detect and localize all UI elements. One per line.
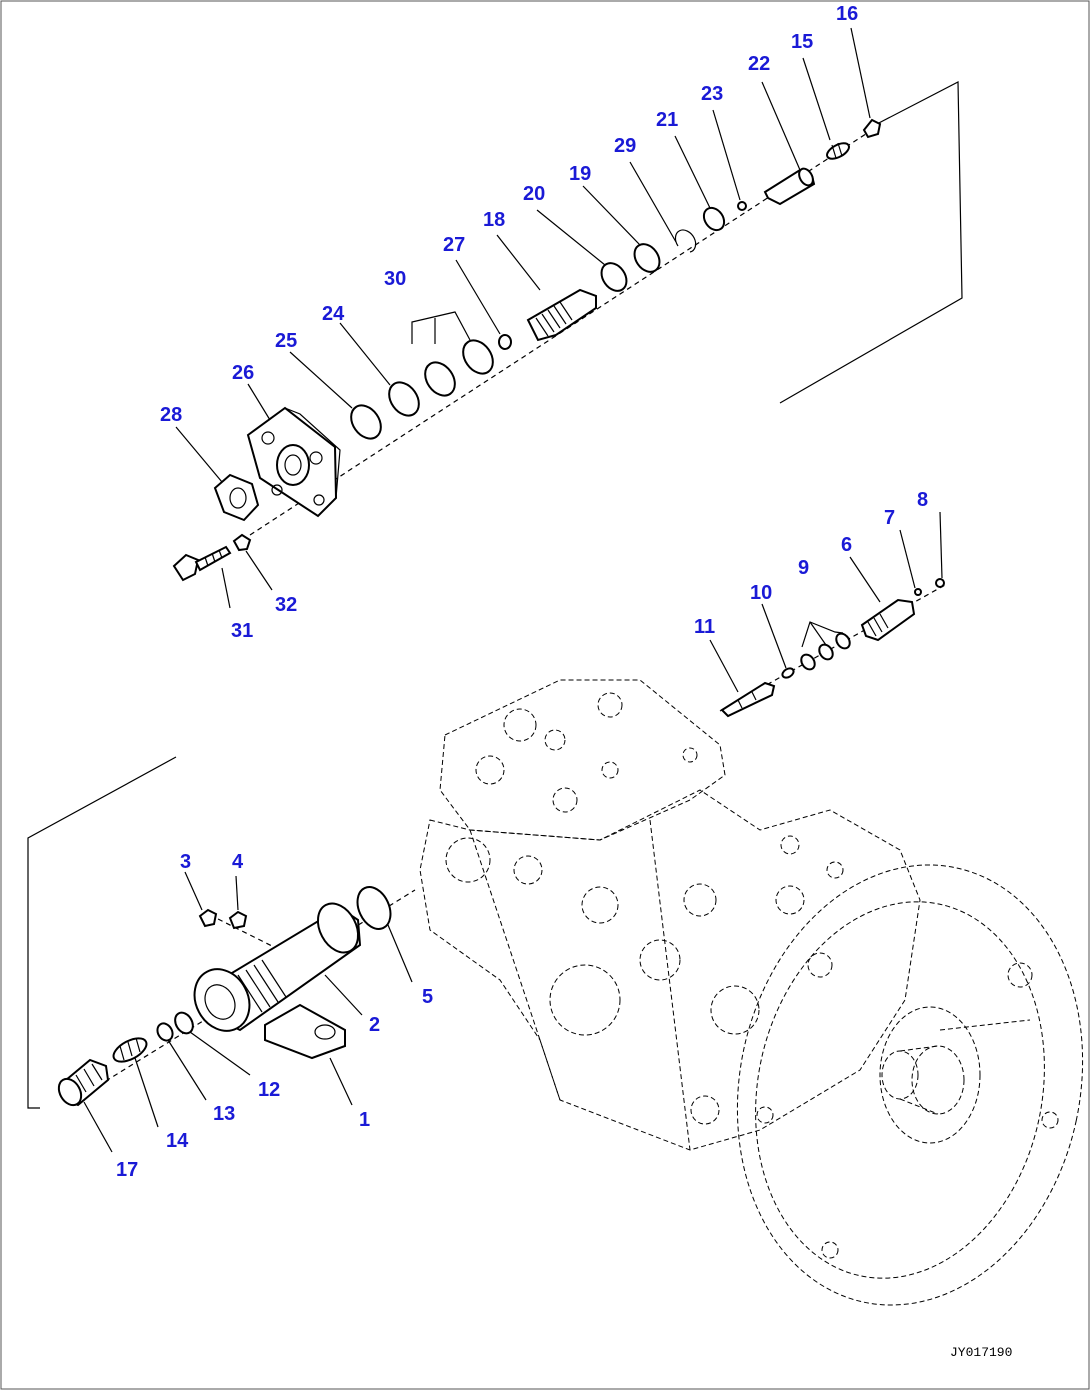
callout-1: 1 <box>359 1109 370 1131</box>
part-11-spool <box>720 681 776 718</box>
callout-10: 10 <box>750 582 772 604</box>
callout-28: 28 <box>160 404 182 426</box>
upper-group-frame <box>779 81 963 404</box>
callout-11: 11 <box>694 616 715 638</box>
part-9-ring-a <box>835 632 851 650</box>
lower-parts <box>57 886 392 1107</box>
part-15-sleeve <box>826 142 850 160</box>
part-23-ball <box>737 201 747 211</box>
callout-32: 32 <box>275 594 297 616</box>
part-5-o-ring <box>356 886 392 930</box>
part-13-nut <box>156 1022 174 1042</box>
part-30-o-ring-a <box>462 339 494 375</box>
callout-22: 22 <box>748 53 770 75</box>
part-8-ball <box>935 578 945 588</box>
part-16-plug <box>862 118 882 139</box>
part-22-spool <box>763 167 816 206</box>
part-9-ring-b <box>818 643 834 661</box>
callout-5: 5 <box>422 986 433 1008</box>
part-17-cap <box>57 1058 110 1107</box>
callout-26: 26 <box>232 362 254 384</box>
part-30-o-ring-b <box>424 361 456 397</box>
callout-29: 29 <box>614 135 636 157</box>
part-7-pin <box>914 588 922 596</box>
callout-12: 12 <box>258 1079 280 1101</box>
callout-13: 13 <box>213 1103 235 1125</box>
callout-labels: 16 15 22 23 21 29 19 20 18 27 30 24 25 2… <box>116 3 928 1181</box>
callout-19: 19 <box>569 163 591 185</box>
part-1-plate <box>264 1003 346 1060</box>
part-25-o-ring <box>350 404 382 440</box>
part-28-nut <box>213 473 260 522</box>
lower-group-frame <box>27 756 177 1109</box>
part-19-o-ring <box>633 243 661 273</box>
part-6-plug <box>860 598 916 642</box>
part-3-plug <box>198 908 218 928</box>
callout-25: 25 <box>275 330 297 352</box>
callout-27: 27 <box>443 234 465 256</box>
part-32-washer <box>232 533 252 552</box>
part-29-snap-ring <box>674 229 697 253</box>
callout-31: 31 <box>231 620 253 642</box>
callout-14: 14 <box>166 1130 189 1152</box>
callout-9: 9 <box>798 557 809 579</box>
callout-4: 4 <box>232 851 244 873</box>
callout-8: 8 <box>917 489 928 511</box>
part-24-o-ring <box>388 381 420 417</box>
part-31-bolt <box>172 545 232 582</box>
callout-2: 2 <box>369 1014 380 1036</box>
callout-6: 6 <box>841 534 852 556</box>
callout-16: 16 <box>836 3 858 25</box>
leader-lines <box>83 27 943 1153</box>
part-4-plug <box>228 910 248 930</box>
callout-17: 17 <box>116 1159 138 1181</box>
callout-30: 30 <box>384 268 406 290</box>
part-10-spring <box>781 667 795 679</box>
callout-7: 7 <box>884 507 895 529</box>
middle-parts <box>720 578 945 718</box>
pump-body <box>419 679 1084 1306</box>
part-9-ring-c <box>800 653 816 671</box>
callout-18: 18 <box>483 209 505 231</box>
drawing-code: JY017190 <box>950 1345 1012 1360</box>
callout-15: 15 <box>791 31 813 53</box>
part-21-ring <box>702 206 726 232</box>
callout-21: 21 <box>656 109 678 131</box>
part-14-spring <box>112 1037 148 1063</box>
callout-24: 24 <box>322 303 345 325</box>
callout-23: 23 <box>701 83 723 105</box>
callout-3: 3 <box>180 851 191 873</box>
part-12-washer <box>174 1011 194 1035</box>
part-26-cover <box>246 406 341 518</box>
part-18-piston <box>526 288 597 342</box>
part-27-plug <box>498 334 512 350</box>
callout-20: 20 <box>523 183 545 205</box>
part-20-o-ring <box>600 262 628 292</box>
part-2-regulator <box>193 902 362 1032</box>
